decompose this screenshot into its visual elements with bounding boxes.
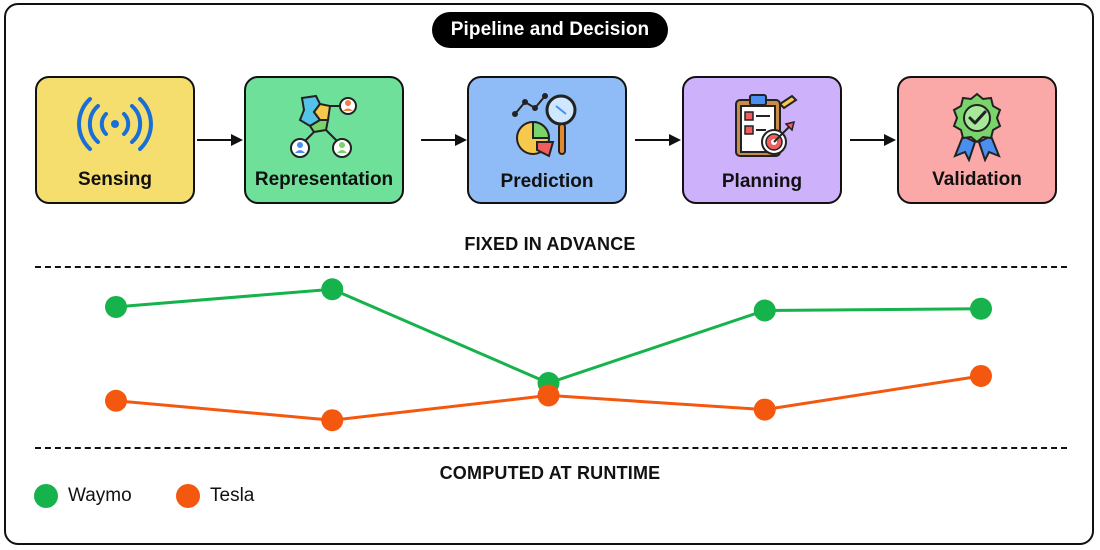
series-line-waymo: [115, 287, 982, 385]
network-map-icon: [290, 94, 357, 158]
data-point-tesla: [105, 389, 127, 412]
stage-representation: Representation: [244, 76, 404, 204]
legend-swatch: [176, 484, 200, 508]
data-point-waymo: [321, 278, 344, 301]
stage-prediction: Prediction: [467, 76, 627, 204]
wireless-signal-icon: [77, 97, 153, 151]
bottom-section-label: COMPUTED AT RUNTIME: [439, 463, 661, 483]
bottom-divider: [35, 447, 1067, 449]
legend-item-tesla: Tesla: [176, 484, 254, 508]
stage-label: Representation: [254, 169, 394, 190]
top-section-label: FIXED IN ADVANCE: [464, 234, 636, 254]
arrow-icon: [850, 133, 896, 147]
legend-label: Waymo: [68, 485, 132, 506]
data-point-tesla: [970, 364, 992, 387]
data-point-waymo: [105, 295, 127, 318]
data-point-tesla: [321, 409, 344, 432]
top-divider: [35, 266, 1067, 268]
stage-sensing: Sensing: [35, 76, 195, 204]
diagram-title: Pipeline and Decision: [432, 12, 668, 48]
stage-planning: Planning: [682, 76, 842, 204]
data-point-tesla: [537, 384, 560, 407]
stage-label: Sensing: [78, 169, 152, 190]
arrow-icon: [421, 133, 467, 147]
stage-label: Planning: [721, 171, 803, 192]
data-point-waymo: [753, 299, 776, 322]
arrow-icon: [635, 133, 681, 147]
stage-label: Prediction: [500, 171, 594, 192]
legend-item-waymo: Waymo: [34, 484, 132, 508]
clipboard-target-icon: [735, 94, 798, 157]
stage-label: Validation: [932, 169, 1022, 190]
approval-badge-icon: [952, 92, 1002, 162]
analytics-magnifier-icon: [512, 93, 577, 158]
arrow-icon: [197, 133, 243, 147]
stage-validation: Validation: [897, 76, 1057, 204]
legend-label: Tesla: [210, 485, 255, 506]
data-point-tesla: [753, 398, 776, 421]
legend-swatch: [34, 484, 58, 508]
data-point-waymo: [970, 297, 992, 320]
